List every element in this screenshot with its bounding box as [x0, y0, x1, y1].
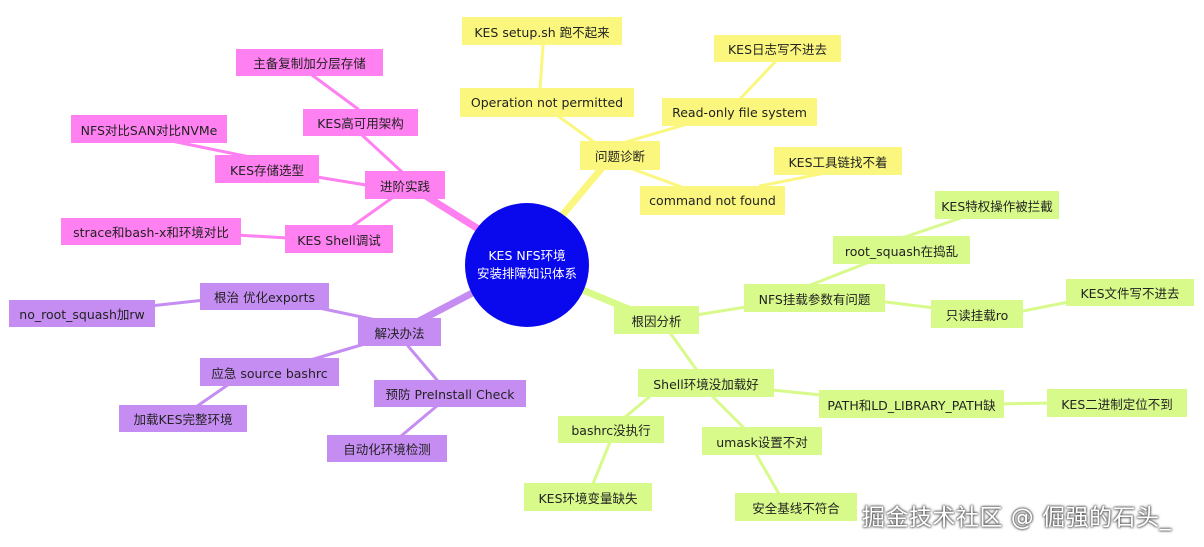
- node-storage-select[interactable]: KES存储选型: [215, 155, 319, 183]
- center-title-line2: 安装排障知识体系: [476, 266, 577, 281]
- center-node[interactable]: KES NFS环境 安装排障知识体系: [465, 203, 589, 327]
- node-solution[interactable]: 解决办法: [358, 318, 441, 346]
- node-binary-not-found[interactable]: KES二进制定位不到: [1047, 389, 1187, 417]
- node-env-missing[interactable]: KES环境变量缺失: [524, 483, 652, 511]
- node-path-missing[interactable]: PATH和LD_LIBRARY_PATH缺: [819, 390, 1004, 418]
- edge-advanced-ha: [360, 133, 404, 174]
- node-log-fail[interactable]: KES日志写不进去: [714, 35, 841, 62]
- node-op-not-permitted[interactable]: Operation not permitted: [460, 88, 634, 117]
- node-file-write-fail[interactable]: KES文件写不进去: [1066, 279, 1194, 306]
- node-prevent[interactable]: 预防 PreInstall Check: [374, 380, 526, 407]
- node-nfs-params[interactable]: NFS挂载参数有问题: [744, 284, 885, 312]
- node-ha-arch[interactable]: KES高可用架构: [303, 109, 418, 136]
- node-load-env[interactable]: 加载KES完整环境: [119, 405, 247, 432]
- node-umask[interactable]: umask设置不对: [702, 427, 822, 455]
- node-advanced[interactable]: 进阶实践: [365, 171, 445, 199]
- edge-readonly-log: [738, 60, 777, 101]
- node-no-root-squash[interactable]: no_root_squash加rw: [9, 300, 155, 327]
- node-emergency[interactable]: 应急 source bashrc: [200, 358, 339, 386]
- center-title-line1: KES NFS环境: [488, 248, 566, 263]
- node-shell-debug[interactable]: KES Shell调试: [285, 225, 393, 253]
- node-cmd-not-found[interactable]: command not found: [640, 186, 785, 215]
- node-baseline[interactable]: 安全基线不符合: [735, 493, 857, 521]
- node-readonly-fs[interactable]: Read-only file system: [662, 98, 817, 126]
- node-strace-compare[interactable]: strace和bash-x和环境对比: [61, 218, 241, 245]
- watermark: 掘金技术社区 @ 倔强的石头_: [862, 505, 1172, 531]
- node-bashrc-not-run[interactable]: bashrc没执行: [558, 416, 664, 443]
- edge-ha-replica: [310, 73, 360, 111]
- node-diagnosis[interactable]: 问题诊断: [580, 141, 660, 170]
- node-priv-blocked[interactable]: KES特权操作被拦截: [935, 191, 1059, 219]
- node-shell-env[interactable]: Shell环境没加载好: [638, 369, 774, 397]
- edge-opnotpermitted-setup: [538, 44, 545, 91]
- node-root-fix[interactable]: 根治 优化exports: [200, 283, 329, 310]
- node-setup-fail[interactable]: KES setup.sh 跑不起来: [462, 17, 622, 45]
- node-ro-mount[interactable]: 只读挂载ro: [931, 300, 1023, 328]
- node-nfs-san-nvme[interactable]: NFS对比SAN对比NVMe: [71, 115, 227, 143]
- node-auto-check[interactable]: 自动化环境检测: [327, 435, 447, 462]
- node-root-squash[interactable]: root_squash在捣乱: [833, 236, 970, 264]
- node-rootcause[interactable]: 根因分析: [614, 306, 699, 334]
- node-replica-storage[interactable]: 主备复制加分层存储: [236, 49, 383, 76]
- node-tools-missing[interactable]: KES工具链找不着: [774, 147, 902, 175]
